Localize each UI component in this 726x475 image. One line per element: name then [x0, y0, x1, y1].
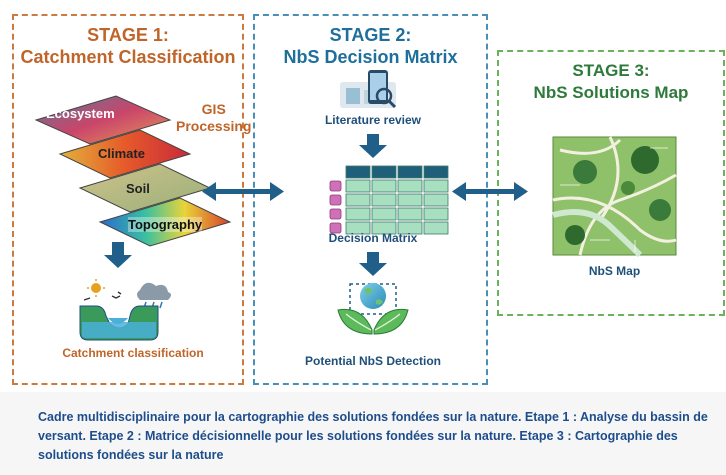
- matrix-cell: [423, 207, 449, 221]
- matrix-cell: [345, 193, 371, 207]
- matrix-cell: [397, 165, 423, 179]
- matrix-row-marker: [329, 222, 342, 234]
- nbs-map-image: [552, 136, 677, 258]
- literature-review-label: Literature review: [324, 113, 422, 127]
- matrix-cell: [397, 207, 423, 221]
- catchment-classification-label: Catchment classification: [62, 346, 204, 360]
- matrix-cell: [423, 193, 449, 207]
- layer-label-climate: Climate: [98, 146, 145, 161]
- topography-layer: [98, 197, 232, 247]
- matrix-cell: [345, 165, 371, 179]
- stage-3-subtitle: NbS Solutions Map: [533, 83, 689, 102]
- gis-line1: GIS: [201, 101, 226, 117]
- layer-label-ecosystem: Ecosystem: [46, 106, 115, 121]
- decision-matrix-grid: [329, 165, 449, 235]
- matrix-cell: [345, 179, 371, 193]
- double-arrow-1-2: [202, 182, 284, 201]
- matrix-cell: [423, 165, 449, 179]
- caption-area: [0, 392, 726, 475]
- stage-3-title: STAGE 3:: [572, 61, 650, 80]
- figure-caption: Cadre multidisciplinaire pour la cartogr…: [38, 410, 708, 462]
- stage-1-title: STAGE 1:: [87, 25, 169, 45]
- matrix-cell: [371, 221, 397, 235]
- matrix-cell: [371, 193, 397, 207]
- down-arrow-icon: [359, 252, 387, 276]
- climate-layer: [58, 129, 192, 179]
- stage-2-panel: STAGE 2: NbS Decision Matrix: [253, 14, 488, 385]
- gis-line2: Processing: [176, 118, 252, 134]
- matrix-cell: [371, 207, 397, 221]
- matrix-cell: [397, 179, 423, 193]
- double-arrow-2-3: [452, 182, 528, 201]
- nbs-map-label: NbS Map: [588, 264, 641, 278]
- stage-2-title: STAGE 2:: [329, 25, 412, 45]
- stage-1-subtitle: Catchment Classification: [20, 47, 236, 67]
- matrix-cell: [371, 165, 397, 179]
- matrix-cell: [345, 221, 371, 235]
- matrix-cell: [397, 193, 423, 207]
- matrix-cell: [423, 179, 449, 193]
- down-arrow-icon: [104, 242, 132, 268]
- decision-matrix-label: Decision Matrix: [328, 231, 418, 245]
- gis-processing-label: GIS Processing: [176, 101, 251, 135]
- potential-nbs-detection-label: Potential NbS Detection: [304, 354, 441, 368]
- matrix-cell: [423, 221, 449, 235]
- literature-review-icon: [340, 70, 397, 109]
- stage-2-subtitle: NbS Decision Matrix: [283, 47, 458, 67]
- stage-1-panel: STAGE 1: Catchment Classification: [12, 14, 244, 385]
- matrix-cell: [397, 221, 423, 235]
- layer-label-soil: Soil: [126, 181, 150, 196]
- matrix-row-marker: [329, 180, 342, 192]
- catchment-icon: [79, 279, 171, 341]
- ecosystem-layer: [34, 95, 172, 145]
- layer-label-topography: Topography: [128, 217, 203, 232]
- down-arrow-icon: [359, 134, 387, 158]
- matrix-row-marker: [329, 208, 342, 220]
- stage-3-panel: STAGE 3: NbS Solutions Map: [497, 50, 725, 316]
- nbs-detection-icon: [337, 283, 409, 335]
- matrix-cell: [345, 207, 371, 221]
- matrix-row-marker: [329, 194, 342, 206]
- matrix-cell: [371, 179, 397, 193]
